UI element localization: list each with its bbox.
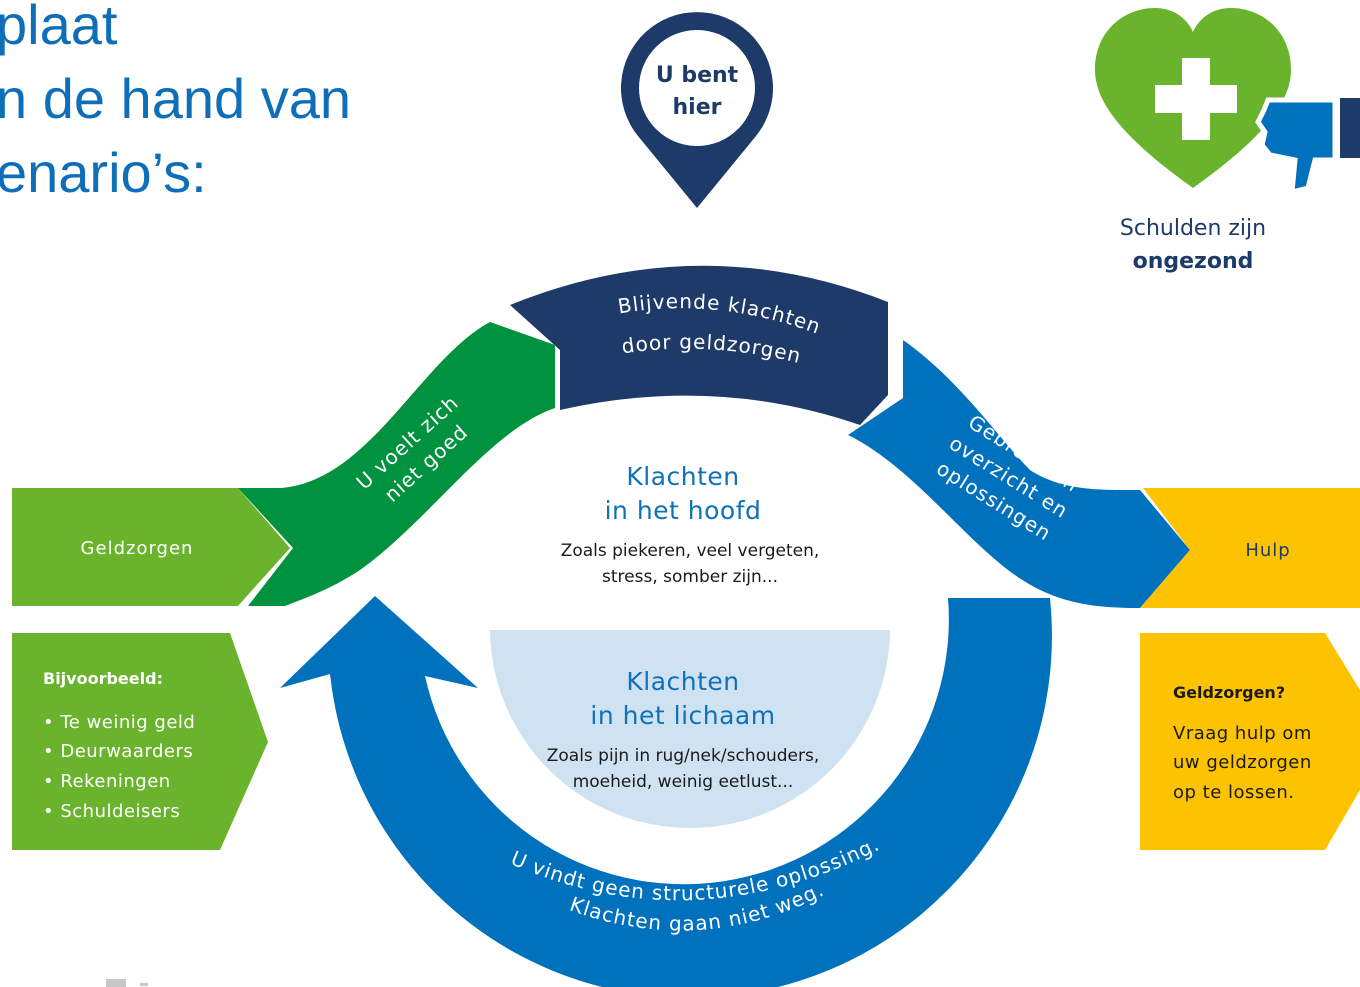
example-title: Bijvoorbeeld: bbox=[43, 669, 163, 688]
page-marker-dot bbox=[140, 983, 148, 986]
health-caption-line-1: Schulden zijn bbox=[1120, 216, 1266, 241]
body-title-1: Klachten bbox=[626, 667, 739, 696]
location-pin-icon: U bent hier bbox=[621, 12, 773, 209]
example-bullet-4: • Schuldeisers bbox=[43, 801, 180, 822]
page-title: plaat n de hand van enario’s: bbox=[0, 0, 351, 204]
right-advice-box: Geldzorgen? Vraag hulp om uw geldzorgen … bbox=[1140, 633, 1360, 850]
head-title-2: in het hoofd bbox=[605, 496, 762, 525]
title-line-2: n de hand van bbox=[0, 67, 351, 130]
left-box-label: Geldzorgen bbox=[81, 538, 194, 559]
body-desc-1: Zoals pijn in rug/nek/schouders, bbox=[547, 746, 820, 766]
head-desc-2: stress, somber zijn... bbox=[602, 567, 778, 587]
left-example-box: Bijvoorbeeld: • Te weinig geld • Deurwaa… bbox=[12, 633, 268, 850]
body-desc-2: moeheid, weinig eetlust... bbox=[573, 772, 794, 792]
right-box-label: Hulp bbox=[1245, 540, 1290, 561]
body-complaints: Klachten in het lichaam Zoals pijn in ru… bbox=[547, 667, 820, 792]
head-title-1: Klachten bbox=[626, 462, 739, 491]
head-desc-1: Zoals piekeren, veel vergeten, bbox=[561, 541, 820, 561]
left-label-box: Geldzorgen bbox=[12, 488, 290, 606]
heart-cross-thumbs-down-icon bbox=[1095, 8, 1360, 196]
title-line-3: enario’s: bbox=[0, 141, 207, 204]
central-circle bbox=[490, 428, 890, 828]
example-bullet-2: • Deurwaarders bbox=[43, 741, 193, 762]
top-arrow: Blijvende klachten door geldzorgen bbox=[510, 265, 888, 425]
page-marker bbox=[106, 979, 126, 987]
right-label-box: Hulp bbox=[1140, 488, 1360, 608]
title-line-1: plaat bbox=[0, 0, 118, 56]
example-bullet-1: • Te weinig geld bbox=[43, 712, 195, 733]
head-complaints: Klachten in het hoofd Zoals piekeren, ve… bbox=[561, 462, 820, 587]
health-caption-line-2: ongezond bbox=[1133, 249, 1254, 274]
pin-label-line-1: U bent bbox=[656, 63, 739, 88]
right-arrow: Gebrek aan overzicht en oplossingen bbox=[848, 340, 1190, 608]
body-title-2: in het lichaam bbox=[590, 701, 775, 730]
pin-label-line-2: hier bbox=[673, 95, 722, 120]
advice-title: Geldzorgen? bbox=[1173, 683, 1285, 702]
advice-line-2: uw geldzorgen bbox=[1173, 752, 1312, 773]
advice-line-1: Vraag hulp om bbox=[1173, 723, 1312, 744]
example-bullet-3: • Rekeningen bbox=[43, 771, 171, 792]
advice-line-3: op te lossen. bbox=[1173, 782, 1295, 803]
